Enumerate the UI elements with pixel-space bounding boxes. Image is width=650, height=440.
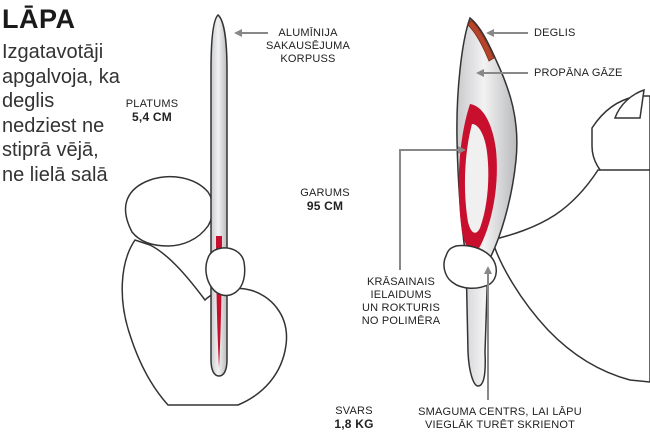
insert-callout-line1: KRĀSAINAIS	[366, 276, 436, 288]
body-callout: ALUMĪNIJA SAKAUSĒJUMA KORPUSS	[256, 27, 360, 66]
right-runner-torso	[491, 169, 650, 383]
cg-callout: SMAGUMA CENTRS, LAI LĀPU VIEGLĀK TURĒT S…	[408, 406, 592, 432]
left-runner-body	[121, 239, 288, 406]
right-torch	[456, 16, 518, 387]
cg-callout-line2: VIEGLĀK TURĒT SKRIENOT	[424, 419, 576, 431]
body-callout-line3: KORPUSS	[280, 53, 336, 65]
body-callout-line1: ALUMĪNIJA	[278, 27, 338, 39]
length-spec: GARUMS 95 CM	[287, 187, 363, 213]
page-title: LĀPA	[2, 4, 76, 34]
insert-callout-line2: IELAIDUMS	[370, 289, 432, 301]
weight-spec: SVARS 1,8 KG	[322, 405, 386, 431]
insert-callout-line4: NO POLIMĒRA	[361, 315, 441, 327]
weight-value: 1,8 KG	[334, 417, 374, 431]
left-hand	[205, 247, 246, 297]
burner-strip	[467, 19, 495, 62]
leader-lines	[238, 32, 528, 400]
left-runner-head	[124, 175, 214, 247]
length-label: GARUMS	[300, 187, 350, 199]
leader-arrowheads	[234, 29, 494, 274]
width-spec: PLATUMS 5,4 CM	[116, 98, 188, 124]
insert-callout-line3: UN ROKTURIS	[362, 302, 440, 314]
intro-text: Izgatavotāji apgalvoja, ka deglis nedzie…	[2, 41, 120, 186]
width-value: 5,4 CM	[132, 110, 172, 124]
width-label: PLATUMS	[125, 98, 179, 110]
right-runner-figure	[491, 88, 650, 383]
length-value: 95 CM	[306, 199, 344, 213]
weight-label: SVARS	[335, 405, 373, 417]
right-runner-cap	[613, 88, 645, 119]
leader-insert	[399, 149, 462, 270]
burner-callout: DEGLIS	[534, 27, 576, 39]
right-hand	[443, 244, 497, 289]
body-callout-line2: SAKAUSĒJUMA	[265, 40, 351, 52]
left-runner-figure	[121, 175, 288, 406]
left-torch	[210, 13, 228, 377]
insert-callout: KRĀSAINAIS IELAIDUMS UN ROKTURIS NO POLI…	[356, 276, 446, 328]
cg-callout-line1: SMAGUMA CENTRS, LAI LĀPU	[418, 406, 582, 418]
color-insert-window	[464, 124, 489, 233]
gas-callout: PROPĀNA GĀZE	[534, 67, 623, 79]
